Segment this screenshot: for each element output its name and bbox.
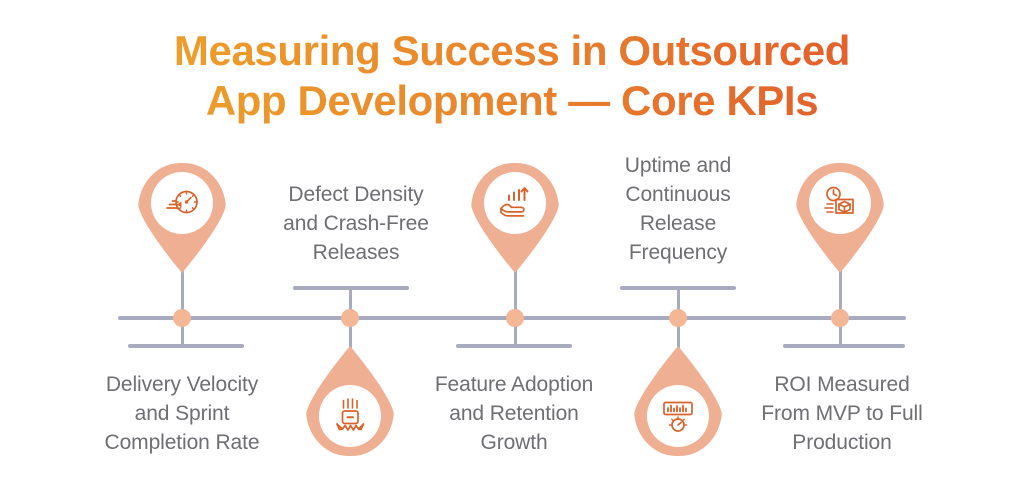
- timeline-stem-4-lower: [677, 316, 680, 348]
- label-bar-1: [128, 344, 244, 348]
- clock-package-icon: [809, 172, 871, 234]
- kpi-label-5-line-2: From MVP to Full: [761, 402, 923, 425]
- timeline-stem-1-lower: [181, 316, 184, 346]
- timeline-stem-5-lower: [839, 316, 842, 346]
- kpi-label-5-line-1: ROI Measured: [774, 373, 910, 396]
- kpi-pin-1[interactable]: [138, 163, 226, 273]
- uptime-dial-icon: [647, 385, 709, 447]
- kpi-pin-3[interactable]: [471, 163, 559, 273]
- kpi-label-1-line-1: Delivery Velocity: [105, 373, 259, 396]
- kpi-label-1-line-3: Completion Rate: [104, 431, 260, 454]
- kpi-label-3: Feature Adoption and Retention Growth: [399, 370, 629, 457]
- timeline-node-dot-3[interactable]: [506, 309, 524, 327]
- kpi-pin-4[interactable]: [634, 346, 722, 456]
- kpi-label-5-line-3: Production: [792, 431, 892, 454]
- page-title-line-1: Measuring Success in Outsourced: [173, 27, 851, 74]
- pin-inner-circle-3: [484, 172, 546, 234]
- kpi-label-1-line-2: and Sprint: [134, 402, 230, 425]
- kpi-label-2: Defect Density and Crash-Free Releases: [241, 180, 471, 267]
- timeline-stem-3: [514, 268, 517, 318]
- kpi-label-2-line-3: Releases: [312, 241, 400, 264]
- kpi-label-5: ROI Measured From MVP to Full Production: [727, 370, 957, 457]
- kpi-label-2-line-2: and Crash-Free: [283, 212, 429, 235]
- label-bar-4: [620, 286, 736, 290]
- timeline-stem-2: [349, 288, 352, 318]
- kpi-label-3-line-2: and Retention: [449, 402, 579, 425]
- crash-package-icon: [319, 385, 381, 447]
- page-title-line-2: App Development — Core KPIs: [205, 77, 819, 124]
- speedometer-icon: [151, 172, 213, 234]
- timeline-stem-1: [181, 268, 184, 318]
- timeline-node-dot-2[interactable]: [341, 309, 359, 327]
- kpi-label-4-line-4: Frequency: [628, 241, 728, 264]
- kpi-pin-5[interactable]: [796, 163, 884, 273]
- kpi-label-1: Delivery Velocity and Sprint Completion …: [67, 370, 297, 457]
- kpi-label-4: Uptime and Continuous Release Frequency: [592, 151, 764, 267]
- kpi-label-3-line-1: Feature Adoption: [434, 373, 594, 396]
- timeline-node-dot-5[interactable]: [831, 309, 849, 327]
- page-title: Measuring Success in Outsourced App Deve…: [0, 26, 1024, 126]
- kpi-label-4-line-1: Uptime and: [624, 154, 732, 177]
- label-bar-2: [293, 286, 409, 290]
- pin-inner-circle-4: [647, 385, 709, 447]
- pin-inner-circle-1: [151, 172, 213, 234]
- timeline-stem-2-lower: [349, 316, 352, 348]
- label-bar-5: [783, 344, 905, 348]
- label-bar-3: [456, 344, 572, 348]
- hand-growth-bars-icon: [484, 172, 546, 234]
- kpi-label-2-line-1: Defect Density: [288, 183, 424, 206]
- timeline-stem-5: [839, 268, 842, 318]
- timeline-stem-4: [677, 288, 680, 318]
- kpi-pin-2[interactable]: [306, 346, 394, 456]
- kpi-label-3-line-3: Growth: [480, 431, 548, 454]
- timeline-node-dot-1[interactable]: [173, 309, 191, 327]
- kpi-label-4-line-3: Release: [639, 212, 717, 235]
- timeline-node-dot-4[interactable]: [669, 309, 687, 327]
- pin-inner-circle-2: [319, 385, 381, 447]
- timeline-stem-3-lower: [514, 316, 517, 346]
- kpi-label-4-line-2: Continuous: [625, 183, 731, 206]
